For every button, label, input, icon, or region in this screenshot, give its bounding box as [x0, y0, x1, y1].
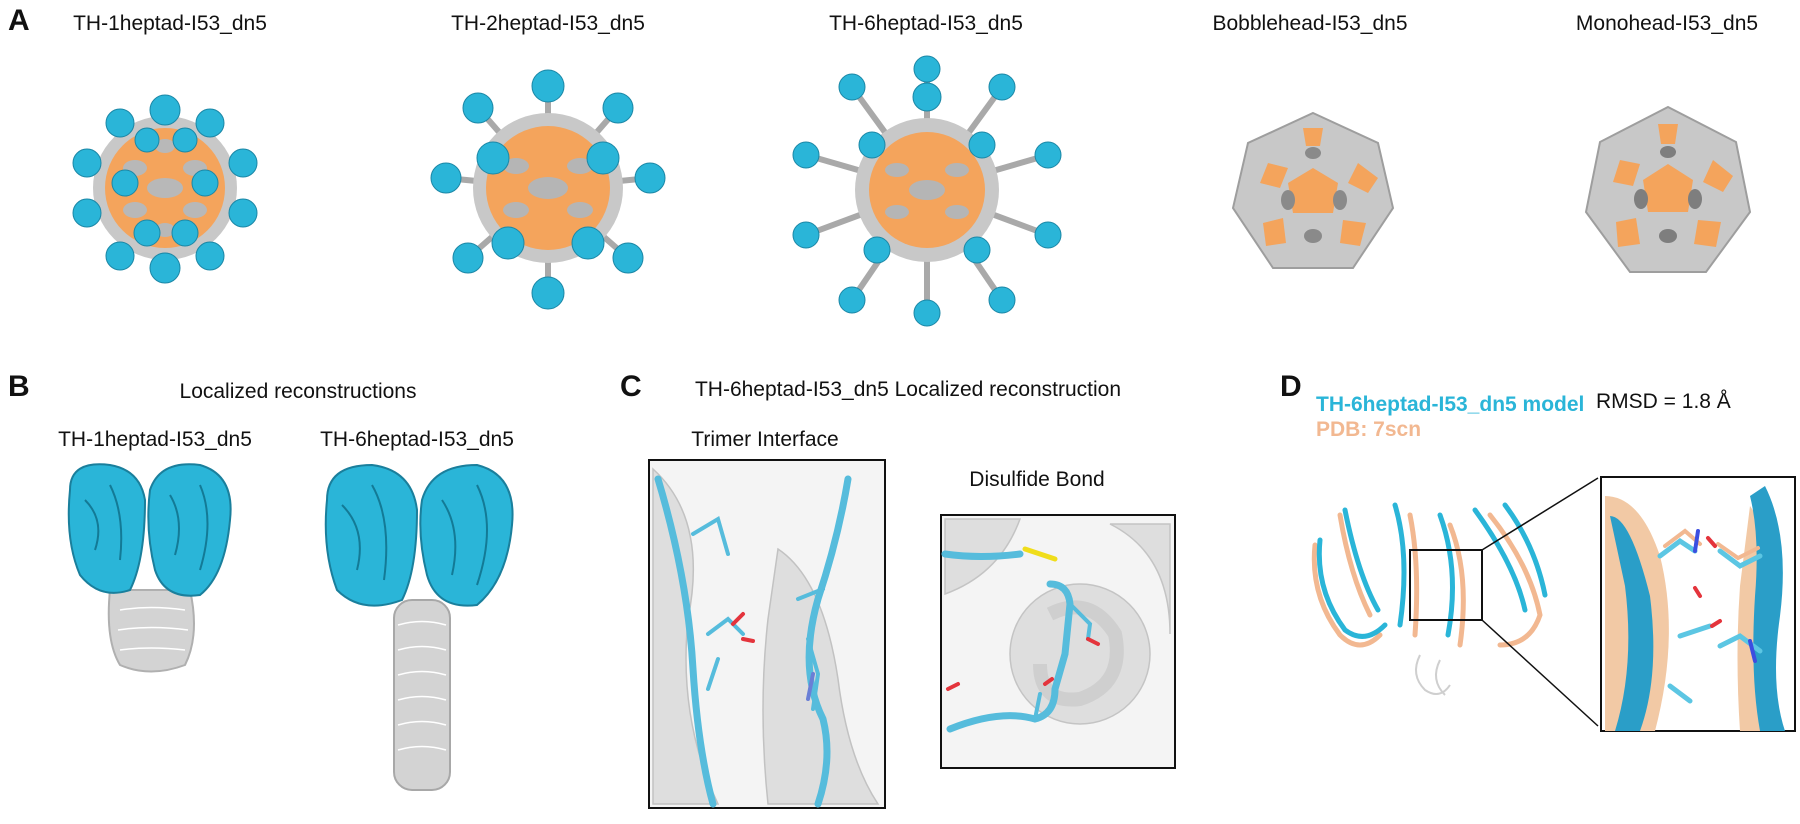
density-map-th-6heptad — [324, 463, 514, 791]
panel-d-rmsd: RMSD = 1.8 Å — [1596, 390, 1731, 413]
particle-th-6heptad — [792, 55, 1062, 327]
panel-b-label-1: TH-1heptad-I53_dn5 — [58, 428, 252, 451]
particle-th-1heptad — [72, 94, 258, 284]
particle-bobblehead — [1231, 111, 1395, 269]
panel-c-inset-label-2: Disulfide Bond — [969, 468, 1105, 491]
particle-monohead — [1584, 105, 1752, 273]
panel-a-letter: A — [8, 4, 30, 37]
panel-b-title: Localized reconstructions — [179, 380, 417, 403]
inset-zoom-detail — [1600, 476, 1796, 732]
inset-disulfide-bond — [940, 514, 1176, 769]
panel-a-label-4: Bobblehead-I53_dn5 — [1212, 12, 1408, 35]
panel-a-label-5: Monohead-I53_dn5 — [1575, 12, 1759, 35]
density-map-th-1heptad — [67, 463, 232, 673]
panel-b-label-2: TH-6heptad-I53_dn5 — [320, 428, 514, 451]
panel-a-label-3: TH-6heptad-I53_dn5 — [829, 12, 1023, 35]
panel-a-label-2: TH-2heptad-I53_dn5 — [451, 12, 645, 35]
panel-d-letter: D — [1280, 370, 1302, 403]
inset-trimer-interface — [648, 459, 886, 809]
panel-c-title: TH-6heptad-I53_dn5 Localized reconstruct… — [694, 378, 1122, 401]
panel-a-label-1: TH-1heptad-I53_dn5 — [73, 12, 267, 35]
panel-d-pdb-label: PDB: 7scn — [1316, 418, 1422, 441]
particle-th-2heptad — [430, 69, 666, 310]
panel-d-model-label: TH-6heptad-I53_dn5 model — [1316, 393, 1585, 416]
panel-c-inset-label-1: Trimer Interface — [691, 428, 839, 451]
panel-b-letter: B — [8, 370, 30, 403]
panel-c-letter: C — [620, 370, 642, 403]
structure-overlay — [1311, 502, 1548, 696]
zoom-lines — [1481, 477, 1599, 727]
